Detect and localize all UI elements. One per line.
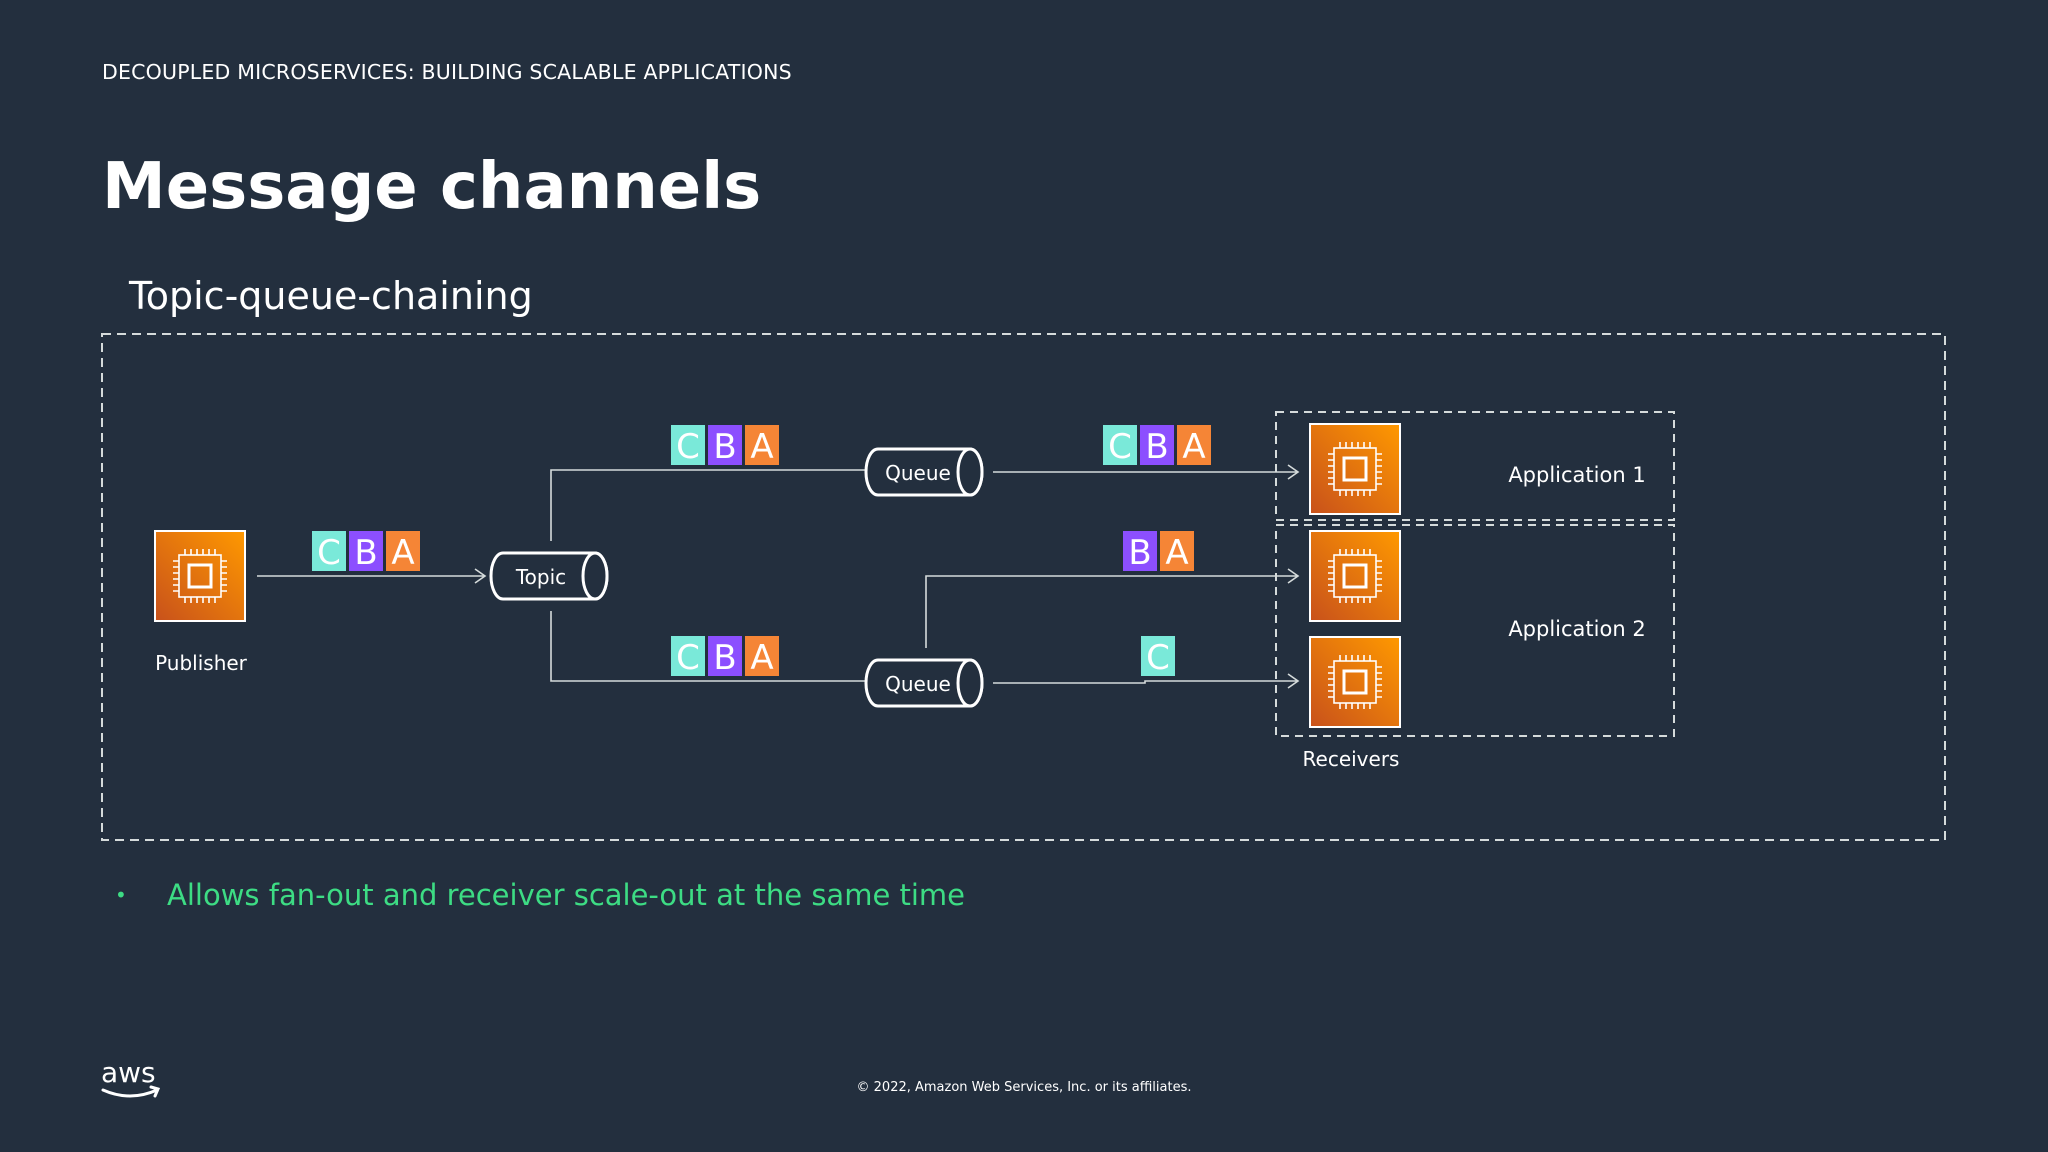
- bullet-text: Allows fan-out and receiver scale-out at…: [167, 878, 966, 912]
- message-letter-a: A: [750, 427, 773, 467]
- message-letter-c: C: [1108, 427, 1132, 467]
- messages-app-2-receiver-2-c: C: [1141, 636, 1175, 678]
- receivers-label: Receivers: [1303, 747, 1400, 771]
- message-block-a: [745, 425, 779, 465]
- queue-2-to-app-2-top-arrow: [925, 568, 1300, 648]
- messages-app-1-cba: C B A: [1103, 425, 1211, 467]
- diagram-frame: [101, 333, 1946, 841]
- app-2-receiver-1-chip-icon: [1308, 529, 1402, 623]
- application-2-label: Application 2: [1508, 617, 1645, 641]
- queue-2-cylinder-icon: [864, 658, 984, 708]
- message-letter-a: A: [1165, 533, 1188, 573]
- application-1-frame: [1275, 411, 1675, 521]
- message-block-c: [671, 425, 705, 465]
- message-letter-c: C: [676, 638, 700, 678]
- message-letter-b: B: [1145, 427, 1168, 467]
- message-letter-c: C: [676, 427, 700, 467]
- messages-queue-2-in-cba: C B A: [671, 636, 779, 678]
- message-block-c: [312, 531, 346, 571]
- queue-1-label: Queue: [885, 461, 951, 485]
- message-letter-b: B: [1128, 533, 1151, 573]
- message-letter-b: B: [354, 533, 377, 573]
- message-block-b: [708, 425, 742, 465]
- copyright-text: © 2022, Amazon Web Services, Inc. or its…: [856, 1080, 1192, 1095]
- queue-2-label: Queue: [885, 672, 951, 696]
- message-block-b: [708, 636, 742, 676]
- message-block-b: [349, 531, 383, 571]
- page-subtitle: Topic-queue-chaining: [129, 274, 533, 318]
- page-title: Message channels: [102, 150, 762, 224]
- message-block-b: [1140, 425, 1174, 465]
- publisher-chip-icon: [153, 529, 247, 623]
- message-block-b: [1123, 531, 1157, 571]
- topic-to-queue-1-line: [550, 462, 880, 541]
- message-block-c: [1141, 636, 1175, 676]
- messages-queue-1-in-cba: C B A: [671, 425, 779, 467]
- message-block-c: [671, 636, 705, 676]
- message-block-a: [386, 531, 420, 571]
- aws-logo-text: aws: [101, 1058, 156, 1089]
- bullet-dot-icon: •: [115, 883, 127, 907]
- message-letter-a: A: [750, 638, 773, 678]
- message-letter-c: C: [1146, 638, 1170, 678]
- eyebrow-text: DECOUPLED MICROSERVICES: BUILDING SCALAB…: [102, 60, 792, 84]
- queue-2-to-app-2-bottom-arrow: [993, 673, 1300, 689]
- messages-app-2-receiver-1-ba: B A: [1123, 531, 1194, 573]
- publisher-label: Publisher: [155, 651, 248, 675]
- application-2-frame: [1275, 524, 1675, 737]
- message-block-a: [745, 636, 779, 676]
- message-letter-b: B: [713, 638, 736, 678]
- topic-cylinder-icon: [489, 551, 609, 601]
- messages-publisher-cba: C B A: [312, 531, 420, 573]
- publisher-to-topic-arrow: [257, 568, 487, 584]
- queue-1-cylinder-icon: [864, 447, 984, 497]
- message-letter-c: C: [317, 533, 341, 573]
- message-letter-b: B: [713, 427, 736, 467]
- message-block-c: [1103, 425, 1137, 465]
- bullet-item: • Allows fan-out and receiver scale-out …: [115, 878, 965, 912]
- message-block-a: [1160, 531, 1194, 571]
- topic-label: Topic: [515, 565, 566, 589]
- application-1-label: Application 1: [1508, 463, 1645, 487]
- queue-1-to-app-1-arrow: [993, 464, 1300, 480]
- app-1-receiver-chip-icon: [1308, 422, 1402, 516]
- aws-logo: aws: [101, 1058, 161, 1098]
- message-letter-a: A: [1182, 427, 1205, 467]
- message-block-a: [1177, 425, 1211, 465]
- app-2-receiver-2-chip-icon: [1308, 635, 1402, 729]
- message-letter-a: A: [391, 533, 414, 573]
